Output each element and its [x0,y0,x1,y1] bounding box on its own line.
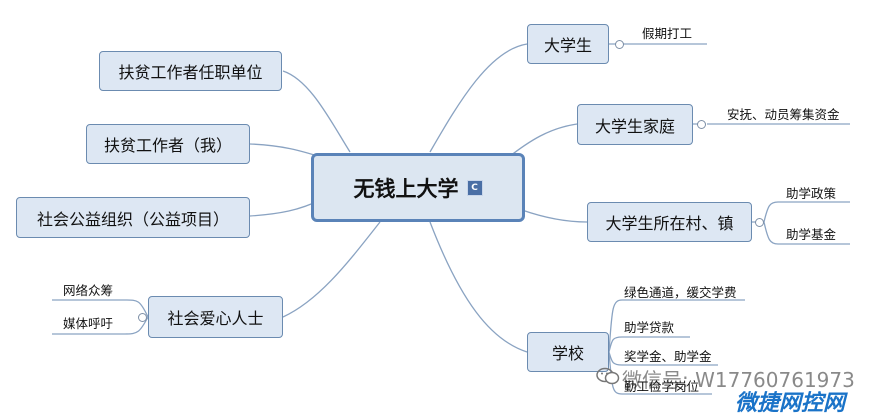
topic-caring-people[interactable]: 社会爱心人士 [148,296,283,338]
topic-label: 扶贫工作者（我） [103,136,232,155]
topic-school[interactable]: 学校 [527,332,609,372]
topic-label: 大学生家庭 [594,116,675,136]
watermark-wechat-id: 微信号: W17760761973 [622,368,855,392]
topic-student-family[interactable]: 大学生家庭 [577,104,693,145]
topic-label: 扶贫工作者任职单位 [118,63,263,82]
collapse-toggle-icon[interactable] [755,218,764,227]
topic-poverty-worker-me[interactable]: 扶贫工作者（我） [86,124,250,164]
topic-note-icon: C [466,179,483,196]
watermark-logo: 微捷网控网 [735,391,846,416]
topic-label: 大学生所在村、镇 [605,214,734,233]
subtopic-scholarship-grant[interactable]: 奖学金、助学金 [624,349,712,364]
collapse-toggle-icon[interactable] [615,40,624,49]
topic-college-student[interactable]: 大学生 [527,24,609,64]
subtopic-appease-raise-funds[interactable]: 安抚、动员筹集资金 [727,107,840,122]
topic-public-welfare-org[interactable]: 社会公益组织（公益项目） [16,197,250,238]
subtopic-holiday-work[interactable]: 假期打工 [642,26,693,41]
subtopic-work-study[interactable]: 勤工俭学岗位 [624,379,700,394]
topic-poverty-worker-unit[interactable]: 扶贫工作者任职单位 [99,51,282,91]
center-topic[interactable]: 无钱上大学 C [311,153,525,222]
topic-label: 大学生 [543,36,592,55]
topic-label: 社会公益组织（公益项目） [36,209,229,229]
center-topic-label: 无钱上大学 [353,176,459,201]
collapse-toggle-icon[interactable] [138,313,147,322]
topic-student-village-town[interactable]: 大学生所在村、镇 [587,202,752,242]
subtopic-media-appeal[interactable]: 媒体呼吁 [63,316,114,331]
topic-label: 学校 [551,344,584,363]
subtopic-online-crowdfunding[interactable]: 网络众筹 [63,283,114,298]
subtopic-green-channel[interactable]: 绿色通道，缓交学费 [624,285,737,300]
collapse-toggle-icon[interactable] [697,120,706,129]
wechat-icon [596,367,620,385]
subtopic-student-loan[interactable]: 助学贷款 [624,320,675,335]
subtopic-aid-policy[interactable]: 助学政策 [786,186,837,201]
subtopic-aid-fund[interactable]: 助学基金 [786,227,837,242]
topic-label: 社会爱心人士 [167,309,264,328]
